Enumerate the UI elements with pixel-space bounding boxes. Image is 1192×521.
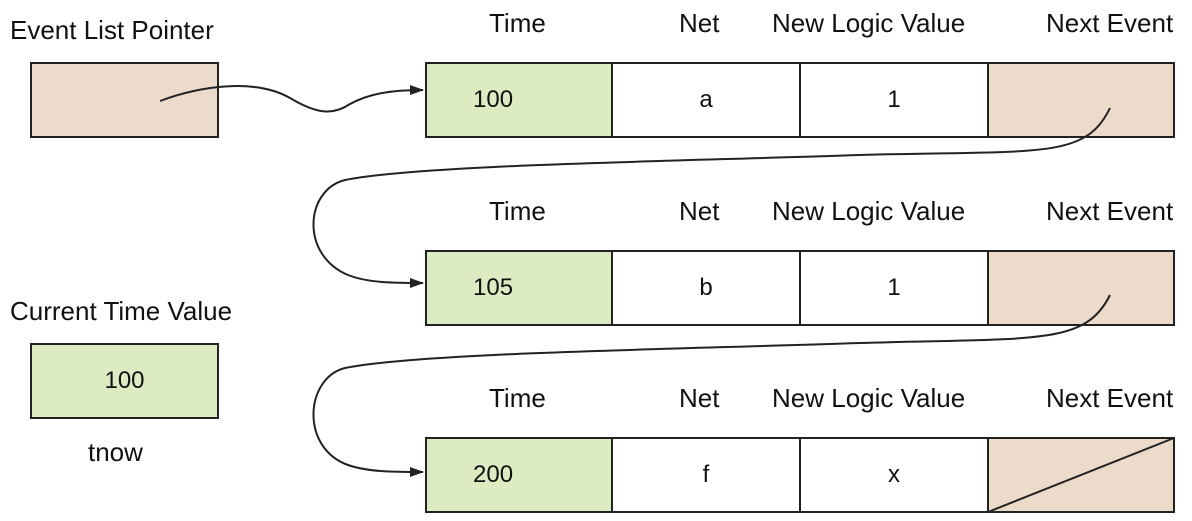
event-record-3: 200 f x [425, 437, 1175, 513]
header-new-logic-value: New Logic Value [772, 196, 966, 226]
current-time-variable-name: tnow [88, 437, 143, 467]
event-header-3: Time Net New Logic Value Next Event [425, 385, 1175, 415]
event-record-1: 100 a 1 [425, 62, 1175, 138]
event-net-cell: f [613, 439, 801, 511]
event-time-cell: 200 [427, 439, 613, 511]
event-value-cell: 1 [801, 252, 989, 324]
event-net-cell: b [613, 252, 801, 324]
header-net: Net [679, 196, 720, 226]
header-next-event: Next Event [1046, 383, 1174, 413]
event-list-pointer-box [30, 62, 219, 138]
event-next-pointer-cell-null [989, 439, 1173, 511]
event-header-2: Time Net New Logic Value Next Event [425, 198, 1175, 228]
event-list-pointer-label: Event List Pointer [10, 15, 214, 45]
event-header-1: Time Net New Logic Value Next Event [425, 10, 1175, 40]
header-net: Net [679, 383, 720, 413]
header-new-logic-value: New Logic Value [772, 8, 966, 38]
current-time-value: 100 [104, 367, 145, 394]
event-value-cell: 1 [801, 64, 989, 136]
header-time: Time [489, 196, 546, 226]
current-time-box: 100 [30, 343, 219, 419]
header-next-event: Next Event [1046, 8, 1174, 38]
header-time: Time [489, 383, 546, 413]
header-new-logic-value: New Logic Value [772, 383, 966, 413]
event-net-cell: a [613, 64, 801, 136]
header-net: Net [679, 8, 720, 38]
event-value-cell: x [801, 439, 989, 511]
header-time: Time [489, 8, 546, 38]
event-record-2: 105 b 1 [425, 250, 1175, 326]
event-next-pointer-cell [989, 252, 1173, 324]
header-next-event: Next Event [1046, 196, 1174, 226]
current-time-label: Current Time Value [10, 296, 233, 326]
event-next-pointer-cell [989, 64, 1173, 136]
event-time-cell: 100 [427, 64, 613, 136]
event-time-cell: 105 [427, 252, 613, 324]
